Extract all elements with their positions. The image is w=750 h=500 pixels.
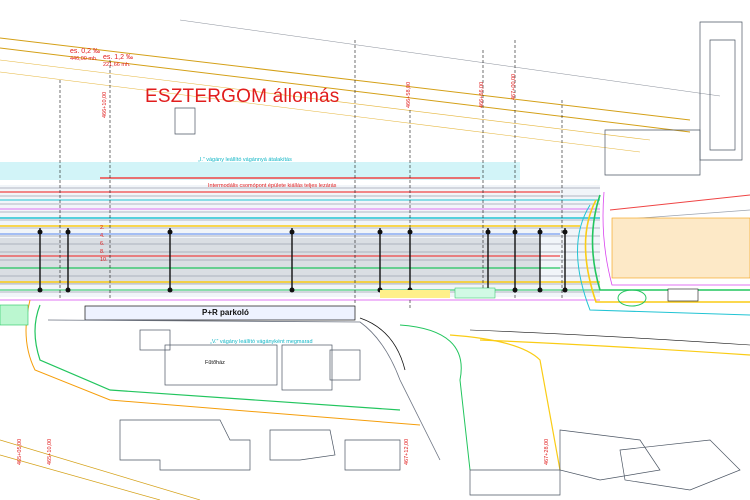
upper-right-buildings xyxy=(174,21,743,176)
bottom-post-label: 467+12,00 xyxy=(404,438,410,465)
catenary-post-head xyxy=(289,287,295,293)
track-number-label: 8. xyxy=(100,249,105,255)
lower-city-blocks xyxy=(0,419,741,500)
bottom-post-label: 465+05,00 xyxy=(17,438,23,465)
catenary-post-head xyxy=(377,229,383,235)
track-bundle xyxy=(0,185,600,297)
right-loop-area xyxy=(577,191,750,316)
station-title: ESZTERGOM állomás xyxy=(145,86,340,107)
catenary-post-head xyxy=(485,229,491,235)
gradient-length-2: 221,66 mh. xyxy=(103,62,131,68)
station-building xyxy=(139,329,361,391)
bottom-post-label: 467+28,00 xyxy=(544,438,550,465)
km-post-label: 466+58,00 xyxy=(406,81,412,108)
parking-label: P+R parkoló xyxy=(202,308,249,317)
gradient-label-2: es. 1,2 ‰ xyxy=(103,54,133,61)
catenary-post-head xyxy=(37,287,43,293)
catenary-posts xyxy=(37,228,568,293)
accent-lines xyxy=(0,177,600,301)
track-lines xyxy=(0,187,600,293)
banner-label: Intermodális csomópont épülete kiállás t… xyxy=(208,183,337,189)
catenary-post-head xyxy=(512,287,518,293)
upper-street xyxy=(0,19,721,153)
catenary-post-head xyxy=(167,287,173,293)
catenary-post-head xyxy=(65,229,71,235)
track-number-label: 2. xyxy=(100,225,105,231)
upper-note-label: „I.” vágány leállító vágánnyá átalakítás xyxy=(198,157,292,163)
track-number-label: 6. xyxy=(100,241,105,247)
catenary-post-head xyxy=(37,229,43,235)
track-number-label: 4. xyxy=(100,233,105,239)
bottom-post-label: 465+10,00 xyxy=(47,438,53,465)
catenary-post-head xyxy=(167,229,173,235)
gradient-length-1: 446,00 mh. xyxy=(70,56,98,62)
gradient-label-1: es. 0,2 ‰ xyxy=(70,48,100,55)
building-label: Fűtőház xyxy=(205,360,225,366)
track-number-label: 10. xyxy=(100,257,108,263)
catenary-post-head xyxy=(537,229,543,235)
lower-note-label: „V.” vágány leállító vágányként megmarad xyxy=(210,339,313,345)
catenary-post-head xyxy=(562,229,568,235)
catenary-post-head xyxy=(562,287,568,293)
km-post-label: 466+10,00 xyxy=(102,91,108,118)
catenary-post-head xyxy=(512,229,518,235)
km-post-label: 466+66,00 xyxy=(479,81,485,108)
catenary-post-head xyxy=(537,287,543,293)
km-post-label: 467+00,00 xyxy=(511,73,517,100)
catenary-post-head xyxy=(289,229,295,235)
catenary-post-head xyxy=(65,287,71,293)
catenary-post-head xyxy=(407,229,413,235)
cyan-platform-band xyxy=(0,162,520,180)
left-green-area xyxy=(0,287,496,326)
